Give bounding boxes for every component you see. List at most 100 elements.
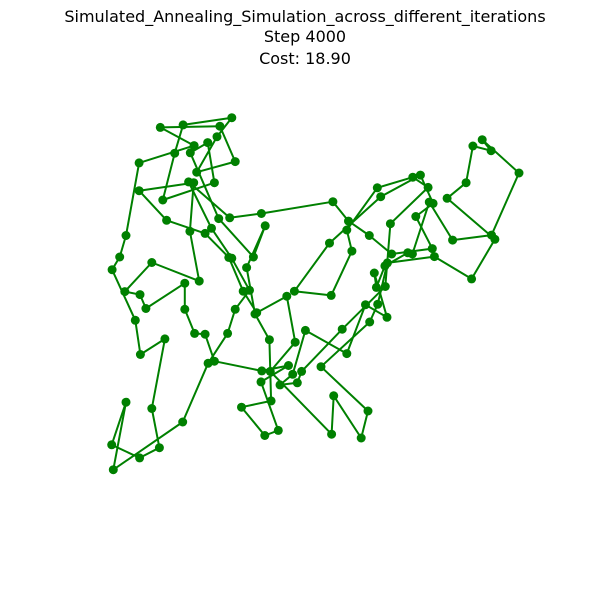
- tour-segment: [165, 219, 207, 235]
- city-point: [337, 324, 347, 334]
- tour-segment: [189, 151, 220, 220]
- city-point: [300, 325, 310, 335]
- city-point: [158, 195, 168, 205]
- city-point: [108, 465, 118, 475]
- tour-segment: [227, 256, 245, 293]
- city-point: [230, 157, 240, 167]
- city-point: [468, 141, 478, 151]
- city-point: [380, 282, 390, 291]
- tour-segment: [490, 172, 520, 237]
- city-point: [364, 231, 374, 240]
- city-point: [135, 290, 145, 300]
- city-point: [227, 113, 237, 123]
- city-point: [154, 443, 164, 453]
- tour-segment: [428, 201, 454, 242]
- tour-segment: [139, 337, 166, 356]
- city-point: [342, 349, 352, 359]
- tour-segment: [159, 126, 196, 147]
- tour-segment: [187, 180, 231, 219]
- city-point: [141, 304, 151, 313]
- city-point: [121, 231, 131, 240]
- tour-segment: [293, 290, 333, 297]
- tour-segment: [285, 295, 297, 344]
- tour-segment: [260, 364, 290, 383]
- city-point: [107, 265, 117, 275]
- city-point: [225, 213, 235, 223]
- tour-segment: [230, 257, 251, 292]
- tour-segment: [470, 238, 496, 280]
- city-point: [411, 212, 421, 221]
- tour-segment: [254, 313, 271, 341]
- city-point: [107, 440, 117, 450]
- city-point: [185, 148, 195, 158]
- tour-segment: [228, 212, 263, 219]
- tour-segment: [112, 421, 184, 471]
- city-point: [147, 404, 157, 413]
- tour-segment: [110, 401, 127, 446]
- city-point: [180, 304, 190, 314]
- city-point: [135, 350, 145, 359]
- tour-segment: [414, 215, 434, 250]
- city-point: [237, 402, 246, 412]
- city-point: [248, 252, 258, 262]
- tour-segment: [360, 410, 369, 439]
- city-point: [356, 433, 366, 443]
- city-point: [257, 366, 267, 376]
- city-point: [200, 329, 210, 339]
- tour-segment: [260, 380, 280, 432]
- tour-segment: [376, 176, 414, 189]
- city-point: [344, 216, 353, 226]
- tour-segment: [150, 261, 201, 283]
- tour-segment: [291, 329, 307, 376]
- city-point: [328, 197, 338, 207]
- city-point: [265, 366, 275, 376]
- tour-segment: [187, 180, 213, 230]
- tour-segment: [433, 255, 473, 280]
- tour-segment: [159, 125, 221, 129]
- city-point: [403, 248, 413, 258]
- tour-segment: [195, 160, 237, 174]
- tour-segment: [446, 197, 496, 241]
- city-point: [245, 285, 254, 295]
- tour-segment: [138, 189, 168, 222]
- city-point: [130, 315, 140, 325]
- tour-segment: [173, 123, 185, 155]
- city-point: [227, 253, 237, 263]
- city-point: [297, 366, 307, 376]
- tour-segment: [255, 295, 288, 314]
- city-point: [376, 192, 386, 202]
- city-point: [282, 291, 292, 301]
- city-point: [326, 290, 336, 300]
- city-point: [256, 377, 266, 387]
- tour-segment: [330, 250, 353, 297]
- tour-segment: [138, 181, 195, 192]
- city-point: [184, 177, 194, 187]
- city-point: [162, 215, 172, 225]
- city-point: [369, 268, 379, 278]
- tour-segment: [293, 242, 331, 293]
- chart-title: Simulated_Annealing_Simulation_across_di…: [64, 7, 545, 27]
- city-point: [292, 378, 302, 388]
- city-point: [428, 198, 438, 208]
- city-point: [487, 230, 496, 240]
- city-point: [289, 286, 299, 296]
- city-point: [442, 193, 452, 203]
- tour-segment: [465, 145, 474, 184]
- city-point: [260, 431, 270, 440]
- city-point: [329, 391, 339, 401]
- city-point: [373, 299, 383, 309]
- tour-segment: [134, 319, 142, 356]
- tour-segment: [218, 125, 237, 163]
- tour-segment: [240, 406, 266, 437]
- city-point: [427, 244, 437, 254]
- city-point: [429, 252, 439, 262]
- city-point: [347, 246, 357, 256]
- city-point: [266, 396, 276, 406]
- city-point: [147, 258, 157, 267]
- tour-path: [110, 116, 520, 471]
- city-point: [342, 225, 352, 235]
- city-point: [382, 312, 392, 322]
- city-point: [361, 300, 370, 310]
- city-point: [194, 276, 204, 286]
- city-point: [477, 135, 487, 145]
